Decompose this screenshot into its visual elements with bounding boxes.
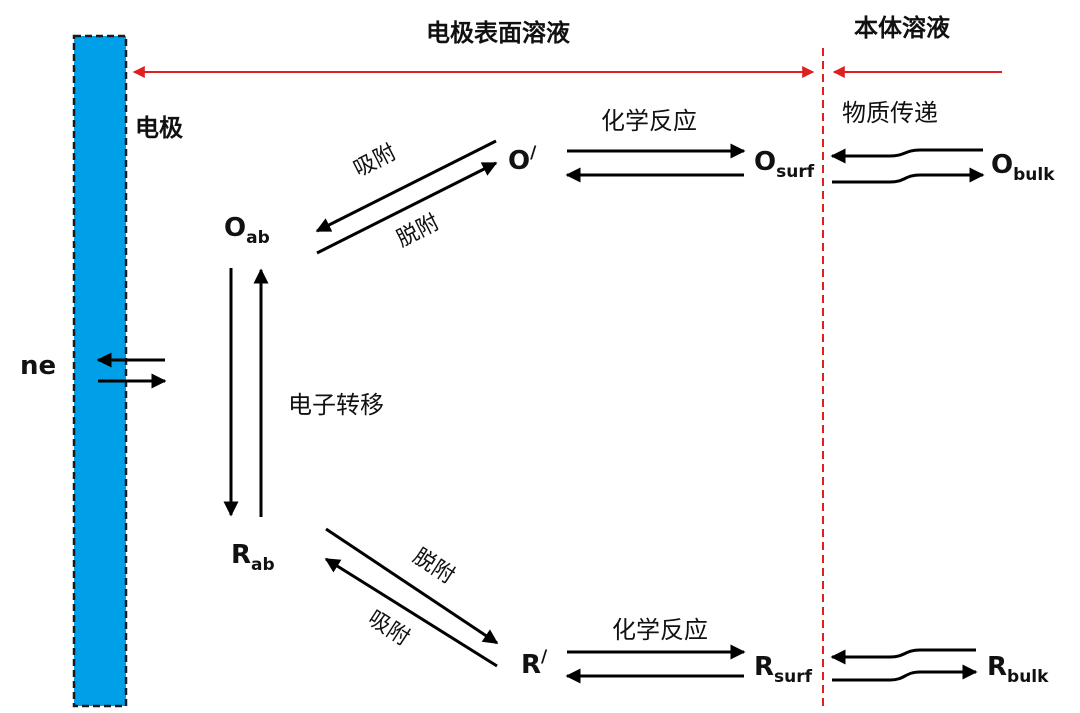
adsorption-label-bottom: 吸附 <box>363 606 414 651</box>
electrode-label: 电极 <box>135 114 183 142</box>
desorption-arrow-top <box>316 161 498 255</box>
species-o-surf: Osurf <box>754 147 815 182</box>
species-o-prime: O/ <box>508 143 537 176</box>
surface-solution-label: 电极表面溶液 <box>426 19 570 47</box>
chemical-reaction-label-bottom: 化学反应 <box>612 616 708 644</box>
mass-transfer-arrow-top-in <box>830 148 983 164</box>
species-r-prime: R/ <box>521 647 548 680</box>
desorption-label-bottom: 脱附 <box>408 544 459 589</box>
electron-transfer-label: 电子转移 <box>288 391 384 419</box>
electrode-bar <box>72 34 128 708</box>
species-r-surf: Rsurf <box>754 652 813 687</box>
adsorption-arrow-top <box>315 139 497 233</box>
mass-transfer-arrow-bottom-out <box>832 664 978 682</box>
mass-transfer-arrow-bottom-in <box>830 648 976 665</box>
species-r-bulk: Rbulk <box>987 652 1049 687</box>
adsorption-arrow-bottom <box>324 557 498 668</box>
desorption-arrow-bottom <box>325 527 499 645</box>
adsorption-label-top: 吸附 <box>350 140 401 182</box>
mass-transfer-arrow-top-out <box>832 167 985 184</box>
bulk-solution-label: 本体溶液 <box>854 14 950 42</box>
species-o-ab: Oab <box>224 213 270 248</box>
mass-transfer-label: 物质传递 <box>842 99 938 127</box>
chemical-reaction-label-top: 化学反应 <box>601 107 697 135</box>
desorption-label-top: 脱附 <box>393 210 444 252</box>
electron-label: ne <box>20 351 56 381</box>
species-o-bulk: Obulk <box>991 150 1055 185</box>
species-r-ab: Rab <box>231 540 275 575</box>
